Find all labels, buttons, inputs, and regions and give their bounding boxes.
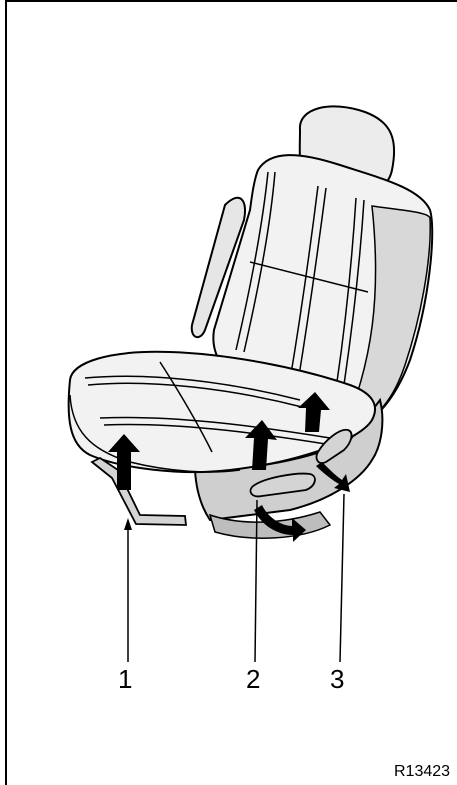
leader-arrowhead-1	[124, 518, 132, 530]
callout-label-3: 3	[330, 666, 344, 692]
callout-label-2: 2	[246, 666, 260, 692]
figure-code: R13423	[394, 763, 450, 781]
callout-label-1: 1	[118, 666, 132, 692]
leader-line-3	[340, 494, 344, 662]
